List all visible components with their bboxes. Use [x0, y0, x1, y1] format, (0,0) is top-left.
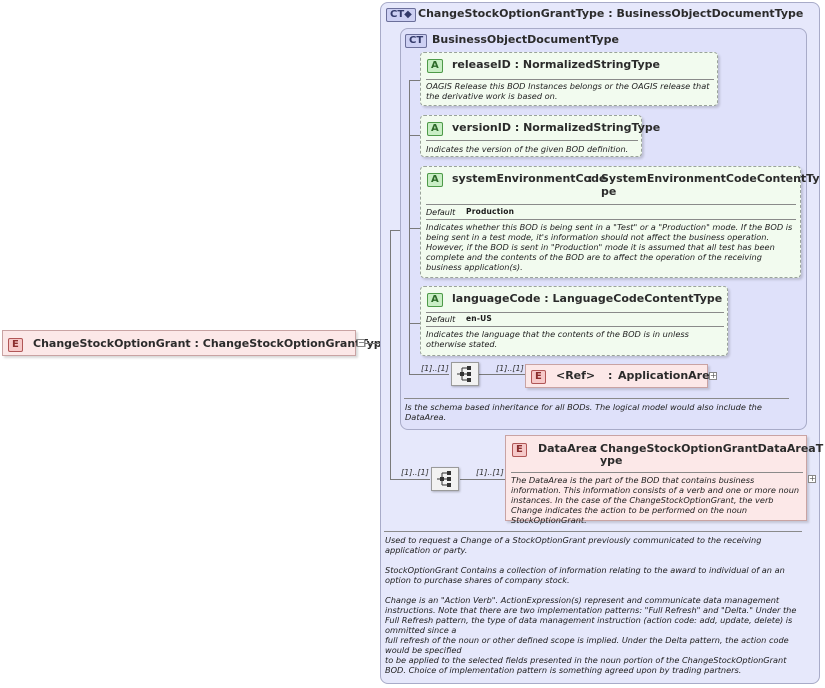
base-type-title: BusinessObjectDocumentType [432, 33, 619, 46]
attribute-systemenvironmentcode[interactable]: A systemEnvironmentCode : SystemEnvironm… [420, 166, 820, 278]
element-badge-icon: E [8, 338, 23, 352]
connector-line [409, 80, 410, 374]
connector-line [365, 343, 380, 344]
attribute-badge-icon: A [427, 293, 443, 307]
base-type-documentation: Is the schema based inheritance for all … [405, 402, 762, 422]
element-badge-icon: E [512, 443, 527, 457]
element-type-line2: ype [600, 454, 623, 467]
connector-line [390, 230, 391, 480]
element-type-line1: ChangeStockOptionGrantDataAreaT [600, 442, 824, 455]
attribute-documentation: Indicates the language that the contents… [426, 329, 689, 349]
type-separator: : [593, 442, 598, 455]
collapse-toggle-icon[interactable]: − [357, 338, 365, 347]
attribute-documentation: OAGIS Release this BOD Instances belongs… [426, 81, 710, 101]
attribute-name: releaseID [452, 58, 511, 71]
default-value: Production [466, 207, 515, 216]
type-separator: : [514, 121, 524, 134]
attribute-languagecode[interactable]: A languageCode : LanguageCodeContentType… [420, 286, 728, 356]
attribute-title: versionID : NormalizedStringType [452, 121, 660, 134]
attribute-badge-icon: A [427, 173, 443, 187]
connector-line [409, 80, 420, 81]
connector-line [479, 374, 525, 375]
documentation-paragraph: to be applied to the selected fields pre… [385, 655, 787, 675]
connector-line [409, 228, 420, 229]
complex-type-name: ChangeStockOptionGrantType [418, 7, 605, 20]
complex-type-documentation: Used to request a Change of a StockOptio… [385, 535, 803, 675]
connector-line [460, 479, 505, 480]
cardinality-label: [1]..[1] [421, 364, 449, 373]
complex-type-base: BusinessObjectDocumentType [616, 7, 804, 20]
element-type: ApplicationArea [618, 369, 717, 382]
connector-line [409, 374, 449, 375]
root-element-title: ChangeStockOptionGrant : ChangeStockOpti… [33, 337, 389, 350]
root-element-type: ChangeStockOptionGrantType [202, 337, 390, 350]
attribute-versionid[interactable]: A versionID : NormalizedStringType Indic… [420, 115, 660, 157]
documentation-paragraph: Used to request a Change of a StockOptio… [385, 535, 762, 555]
complex-type-title: ChangeStockOptionGrantType : BusinessObj… [418, 7, 803, 20]
default-label: Default [426, 315, 456, 324]
connector-line [390, 230, 400, 231]
element-name: DataArea [538, 442, 597, 455]
type-separator: : [194, 337, 203, 350]
type-separator: : [544, 292, 553, 305]
expand-toggle-icon[interactable]: + [808, 474, 816, 483]
attribute-releaseid[interactable]: A releaseID : NormalizedStringType OAGIS… [420, 52, 718, 106]
attribute-type-line2: pe [601, 185, 617, 198]
attribute-badge-icon: A [427, 122, 443, 136]
attribute-type: NormalizedStringType [523, 121, 661, 134]
attribute-badge-icon: A [427, 59, 443, 73]
documentation-paragraph: Change is an "Action Verb". ActionExpres… [385, 595, 797, 635]
cardinality-label: [1]..[1] [476, 468, 504, 477]
sequence-compositor-icon[interactable] [451, 362, 479, 386]
connector-line [390, 479, 430, 480]
type-separator: : [608, 7, 617, 20]
connector-line [409, 323, 420, 324]
element-ref-name: <Ref> [556, 369, 596, 382]
attribute-title: languageCode : LanguageCodeContentType [452, 292, 722, 305]
attribute-documentation: Indicates whether this BOD is being sent… [426, 222, 793, 272]
default-value: en-US [466, 314, 493, 323]
documentation-paragraph: full refresh of the noun or other define… [385, 635, 789, 655]
root-element-box[interactable]: E ChangeStockOptionGrant : ChangeStockOp… [2, 330, 389, 356]
root-element-name: ChangeStockOptionGrant [33, 337, 191, 350]
type-separator: : [588, 172, 593, 185]
complex-type-badge-icon: CT◆ [386, 8, 416, 22]
attribute-type-line1: SystemEnvironmentCodeContentTy [601, 172, 820, 185]
attribute-type: LanguageCodeContentType [552, 292, 723, 305]
attribute-type: NormalizedStringType [522, 58, 660, 71]
attribute-name: languageCode [452, 292, 541, 305]
attribute-title: releaseID : NormalizedStringType [452, 58, 660, 71]
default-label: Default [426, 208, 456, 217]
type-separator: : [608, 369, 613, 382]
attribute-name: systemEnvironmentCode [452, 172, 607, 185]
expand-toggle-icon[interactable]: + [709, 371, 717, 380]
cardinality-label: [1]..[1] [401, 468, 429, 477]
documentation-paragraph: StockOptionGrant Contains a collection o… [385, 565, 785, 585]
data-area-element[interactable]: E DataArea : ChangeStockOptionGrantDataA… [505, 435, 823, 525]
sequence-compositor-icon[interactable] [431, 467, 459, 491]
attribute-documentation: Indicates the version of the given BOD d… [426, 144, 629, 154]
element-badge-icon: E [531, 370, 546, 384]
cardinality-label: [1]..[1] [496, 364, 524, 373]
type-separator: : [514, 58, 523, 71]
element-documentation: The DataArea is the part of the BOD that… [511, 475, 800, 525]
connector-line [409, 135, 420, 136]
base-type-badge-icon: CT [405, 34, 428, 48]
attribute-name: versionID [452, 121, 511, 134]
application-area-element[interactable]: E <Ref> : ApplicationArea [525, 364, 717, 388]
